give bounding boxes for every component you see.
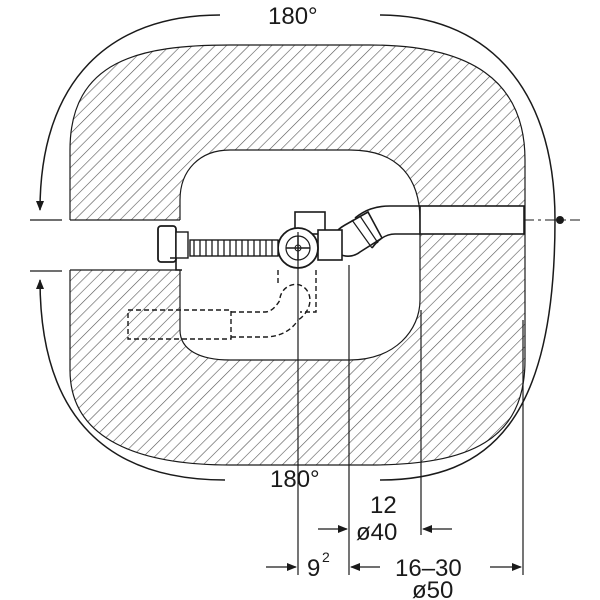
alternate-outlet-dashed: [127, 270, 317, 340]
dim-label-12: 12: [370, 492, 397, 519]
outlet-pipe: [354, 205, 525, 249]
elbow-45: [331, 210, 384, 257]
dim-label-d50: ø50: [412, 577, 453, 600]
pivot-point: [556, 216, 564, 224]
angle-label-bottom: 180°: [270, 466, 320, 493]
overflow-head: [157, 225, 189, 271]
flexible-hose: [189, 239, 279, 257]
dim-label-d40: ø40: [356, 519, 397, 546]
dimension-extension-lines: [297, 232, 524, 575]
drain-valve-body: [277, 211, 343, 269]
dim-label-16-30: 16–30: [395, 555, 462, 582]
dimension-arrows: [266, 525, 522, 571]
dim-label-9-superscript: 2: [322, 549, 330, 565]
angle-label-top: 180°: [268, 3, 318, 30]
dim-label-9: 9: [307, 555, 320, 582]
rotation-arc-top: [30, 14, 556, 221]
